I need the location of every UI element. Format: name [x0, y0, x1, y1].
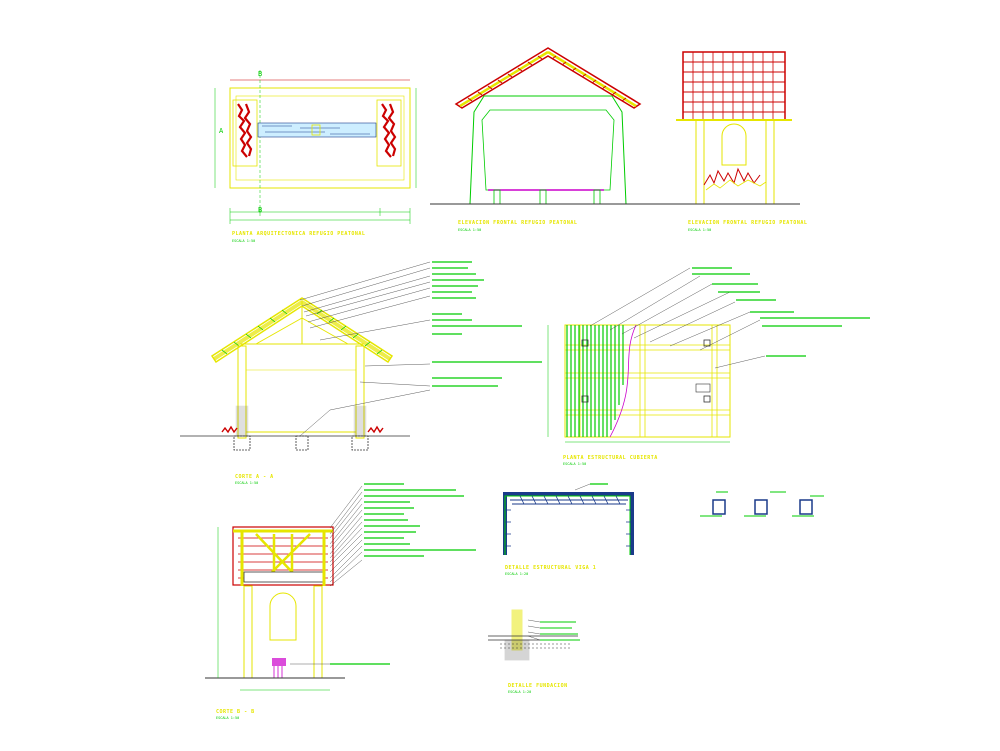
scale-elevation-1: ESCALA 1:50: [458, 228, 482, 232]
title-plan: PLANTA ARQUITECTONICA REFUGIO PEATONAL: [232, 231, 366, 237]
title-beam-detail: DETALLE ESTRUCTURAL VIGA 1: [505, 565, 597, 571]
beam-detail: [503, 483, 634, 555]
scale-elevation-2: ESCALA 1:50: [688, 228, 712, 232]
title-elevation-1: ELEVACION FRONTAL REFUGIO PEATONAL: [458, 220, 578, 226]
section-marker-b-top: B: [258, 70, 262, 78]
title-roof-plan: PLANTA ESTRUCTURAL CUBIERTA: [563, 455, 658, 461]
scale-plan: ESCALA 1:50: [232, 239, 256, 243]
roof-structural-plan: [547, 267, 870, 443]
scale-section-a: ESCALA 1:50: [235, 481, 259, 485]
scale-beam-detail: ESCALA 1:20: [505, 572, 529, 576]
front-elevation-side: [660, 51, 800, 205]
section-details-small: [700, 491, 824, 517]
scale-foundation-detail: ESCALA 1:20: [508, 690, 532, 694]
plan-view: B A B: [214, 70, 417, 224]
title-foundation-detail: DETALLE FUNDACION: [508, 683, 568, 689]
section-marker-b: B: [258, 206, 262, 214]
scale-section-b: ESCALA 1:50: [216, 716, 240, 720]
title-elevation-2: ELEVACION FRONTAL REFUGIO PEATONAL: [688, 220, 808, 226]
title-section-b: CORTE B - B: [216, 709, 255, 715]
section-b-b: [205, 483, 476, 691]
front-elevation-gable: [430, 47, 660, 205]
plant-left-icon: [237, 103, 253, 158]
plant-right-icon: [381, 103, 397, 158]
scale-roof-plan: ESCALA 1:50: [563, 462, 587, 466]
section-marker-a: A: [219, 127, 224, 135]
title-section-a: CORTE A - A: [235, 474, 274, 480]
foundation-detail: [488, 609, 580, 661]
section-a-a: [180, 261, 542, 451]
